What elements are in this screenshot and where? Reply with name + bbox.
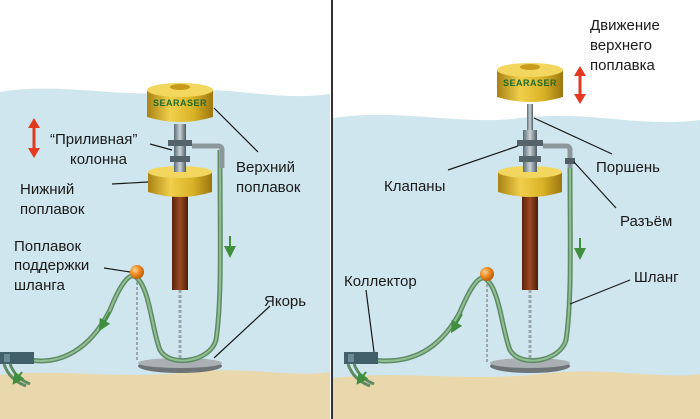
leaders-right — [365, 117, 631, 353]
collector-left-port — [4, 354, 10, 362]
outlet-pipe-right — [543, 143, 573, 168]
svg-text:Клапаны: Клапаны — [384, 178, 445, 195]
seabed-left — [0, 370, 330, 419]
tidal-rod-right — [522, 196, 538, 290]
flow-arrow-collector-left — [12, 371, 25, 385]
water-right — [333, 114, 700, 419]
label-anchor: Якорь — [264, 293, 306, 310]
label-upper-float: Верхний поплавок — [236, 159, 301, 196]
valve-block-right-lower — [519, 156, 541, 162]
connector-joint — [565, 158, 575, 164]
svg-text:Поршень: Поршень — [596, 159, 660, 176]
tidal-motion-arrow — [28, 118, 40, 158]
label-piston: Поршень — [596, 159, 660, 176]
svg-text:Шланг: Шланг — [634, 269, 679, 286]
label-lower-float: Нижний поплавок — [20, 181, 85, 218]
svg-text:Разъём: Разъём — [620, 213, 672, 230]
brand-label-left: SEARASER — [153, 98, 207, 108]
svg-text:Движение: Движение — [590, 17, 660, 34]
valve-block-right — [517, 140, 543, 146]
svg-text:поплавок: поплавок — [236, 179, 301, 196]
flow-arrow-hose-left — [99, 311, 111, 332]
leaders-left — [103, 107, 271, 359]
svg-text:“Приливная”: “Приливная” — [50, 131, 137, 148]
svg-text:шланга: шланга — [14, 277, 66, 294]
cylinder — [523, 130, 537, 172]
water-left — [0, 88, 330, 419]
label-collector: Коллектор — [344, 273, 417, 290]
hose-support-ball-right — [480, 267, 494, 281]
svg-text:поплавка: поплавка — [590, 57, 656, 74]
valve-block-lower — [170, 156, 190, 162]
outlet-pipe — [192, 143, 225, 168]
svg-text:Якорь: Якорь — [264, 293, 306, 310]
svg-text:колонна: колонна — [70, 151, 128, 168]
brand-label-right: SEARASER — [503, 78, 557, 88]
right-panel: SEARASER Движение верхнего поплавка — [333, 17, 700, 419]
tidal-column-pipe — [174, 124, 186, 172]
svg-text:поддержки: поддержки — [14, 257, 89, 274]
svg-text:Поплавок: Поплавок — [14, 238, 81, 255]
flow-arrow-collector-right — [356, 371, 369, 385]
seabed-right — [333, 371, 700, 419]
upper-float-motion-arrow — [574, 66, 586, 104]
svg-text:верхнего: верхнего — [590, 37, 652, 54]
piston-rod — [527, 104, 533, 134]
upper-float-cap — [170, 84, 190, 90]
svg-text:поплавок: поплавок — [20, 201, 85, 218]
label-upper-float-motion: Движение верхнего поплавка — [590, 17, 660, 74]
tidal-rod — [172, 196, 188, 290]
valve-block — [168, 140, 192, 146]
svg-text:Нижний: Нижний — [20, 181, 74, 198]
svg-text:Верхний: Верхний — [236, 159, 295, 176]
label-connector: Разъём — [620, 213, 672, 230]
flow-arrow-hose-left-right — [451, 313, 463, 334]
label-tidal-column: “Приливная” колонна — [50, 131, 137, 168]
label-hose-support-float: Поплавок поддержки шланга — [14, 238, 89, 294]
label-hose: Шланг — [634, 269, 679, 286]
upper-float-raised-cap — [520, 64, 540, 70]
hose-support-ball — [130, 265, 144, 279]
svg-text:Коллектор: Коллектор — [344, 273, 417, 290]
left-panel: SEARASER “Приливная” колонна Ни — [0, 83, 330, 419]
collector-right-port — [348, 354, 354, 362]
label-valves: Клапаны — [384, 178, 445, 195]
